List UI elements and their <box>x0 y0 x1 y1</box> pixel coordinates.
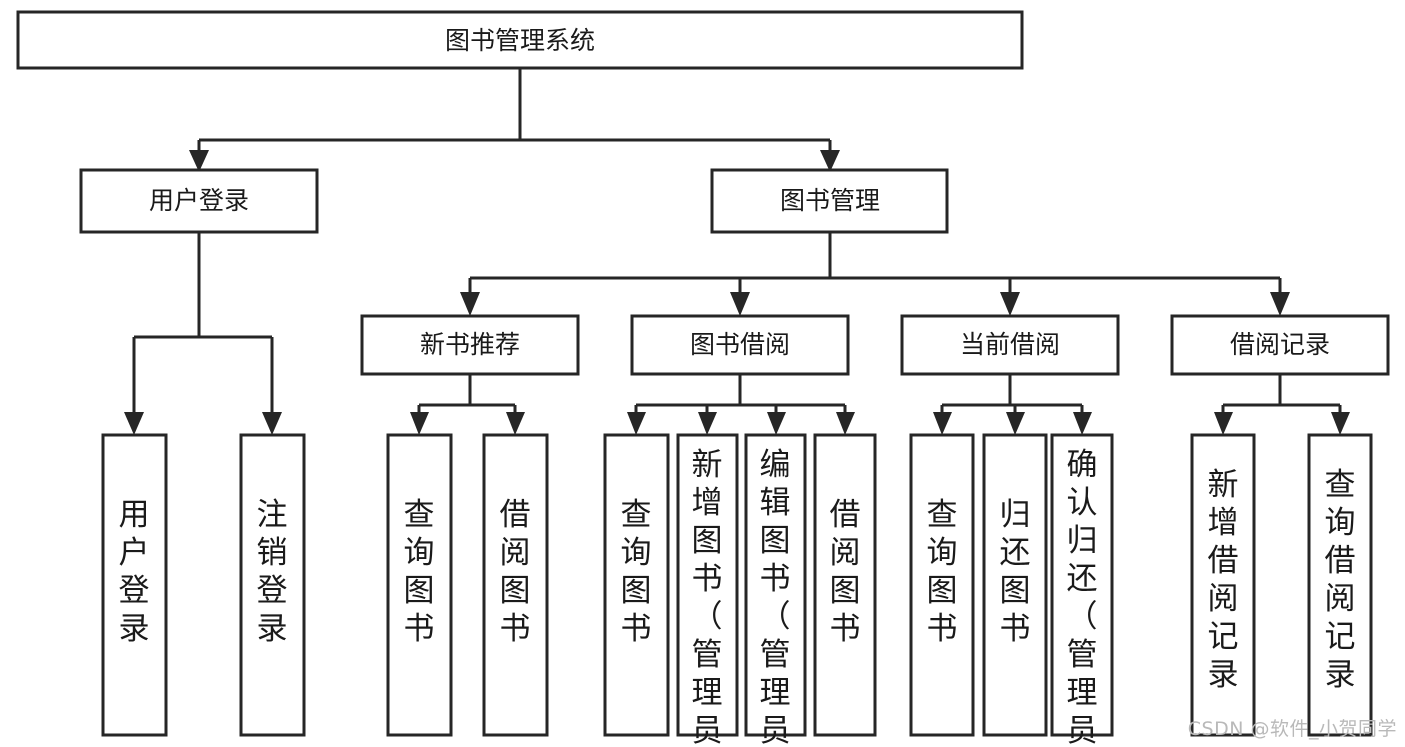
node-user-login-label: 用户登录 <box>149 186 249 215</box>
node-user-login[interactable]: 用户登录 <box>79 168 319 234</box>
leaf-query-book-2-label: 查询图书 <box>621 497 652 647</box>
arrow-to-book-mgmt <box>820 150 840 172</box>
arrow-to-leaf-add-record <box>1214 412 1233 435</box>
leaf-node[interactable]: 用户登录 <box>101 433 168 737</box>
node-root-label: 图书管理系统 <box>445 26 595 55</box>
leaf-return-book-label: 归还图书 <box>1000 497 1031 647</box>
leaf-user-login-label: 用户登录 <box>119 497 150 647</box>
node-book-management-label: 图书管理 <box>780 186 880 215</box>
leaf-user-login-box[interactable] <box>101 433 168 737</box>
arrow-to-user-login <box>189 150 209 172</box>
arrow-to-leaf-logout <box>262 412 282 435</box>
arrow-to-leaf-query-record <box>1331 412 1350 435</box>
arrow-to-leaf-add-book <box>698 412 717 435</box>
leaf-edit-book-box[interactable] <box>744 433 807 737</box>
node-root-box[interactable] <box>16 10 1024 70</box>
node-borrow-record-label: 借阅记录 <box>1230 330 1330 359</box>
leaf-return-book-box[interactable] <box>982 433 1048 737</box>
leaf-borrow-book-1-label: 借阅图书 <box>500 497 531 647</box>
leaf-node[interactable]: 注销登录 <box>239 433 306 737</box>
node-book-management-box[interactable] <box>710 168 949 234</box>
leaf-node[interactable]: 新增借阅记录 <box>1190 433 1256 737</box>
leaf-query-book-3-box[interactable] <box>909 433 975 737</box>
arrow-to-current-borrow <box>1000 292 1020 316</box>
connector-root-to-level2 <box>197 68 832 152</box>
connector-bookmgmt-to-level3 <box>468 232 1282 298</box>
leaf-node[interactable]: 借阅图书 <box>482 433 549 737</box>
leaf-node[interactable]: 查询图书 <box>603 433 670 737</box>
leaf-query-record-box[interactable] <box>1307 433 1373 737</box>
leaf-node[interactable]: 查询图书 <box>386 433 453 737</box>
node-book-borrow-box[interactable] <box>630 314 850 376</box>
node-book-borrow[interactable]: 图书借阅 <box>630 314 850 376</box>
leaf-node[interactable]: 查询图书 <box>909 433 975 737</box>
leaf-node[interactable]: 新增图书（管理员） <box>676 433 739 747</box>
connector-layer <box>124 68 1350 435</box>
leaf-query-book-3-label: 查询图书 <box>927 497 958 647</box>
arrow-to-leaf-query-book-1 <box>410 412 429 435</box>
node-book-borrow-label: 图书借阅 <box>690 330 790 359</box>
leaf-node[interactable]: 确认归还（管理员） <box>1050 433 1114 747</box>
leaf-query-record-label: 查询借阅记录 <box>1325 467 1356 693</box>
leaf-node[interactable]: 归还图书 <box>982 433 1048 737</box>
node-user-login-box[interactable] <box>79 168 319 234</box>
node-current-borrow-label: 当前借阅 <box>960 330 1060 359</box>
arrow-to-leaf-borrow-book-2 <box>836 412 855 435</box>
leaf-query-book-1-label: 查询图书 <box>404 497 435 647</box>
node-current-borrow[interactable]: 当前借阅 <box>900 314 1120 376</box>
arrow-to-new-book-rec <box>460 292 480 316</box>
arrow-to-leaf-borrow-book-1 <box>506 412 525 435</box>
arrow-to-leaf-query-book-3 <box>933 412 952 435</box>
leaf-borrow-book-2-label: 借阅图书 <box>830 497 861 647</box>
leaf-query-book-2-box[interactable] <box>603 433 670 737</box>
connector-userlogin-to-leaves <box>132 232 274 418</box>
connector-borrowrecord-to-leaves <box>1221 374 1342 420</box>
node-root[interactable]: 图书管理系统 <box>16 10 1024 70</box>
leaf-node[interactable]: 借阅图书 <box>813 433 877 737</box>
leaf-query-book-1-box[interactable] <box>386 433 453 737</box>
node-borrow-record-box[interactable] <box>1170 314 1390 376</box>
arrow-to-leaf-user-login <box>124 412 144 435</box>
node-new-book-recommend-label: 新书推荐 <box>420 330 520 359</box>
leaf-edit-book-label: 编辑图书（管理员） <box>760 447 791 747</box>
leaf-add-book-box[interactable] <box>676 433 739 737</box>
leaf-logout-box[interactable] <box>239 433 306 737</box>
arrow-to-leaf-query-book-2 <box>627 412 646 435</box>
arrow-to-leaf-return-book <box>1006 412 1025 435</box>
node-current-borrow-box[interactable] <box>900 314 1120 376</box>
node-book-management[interactable]: 图书管理 <box>710 168 949 234</box>
leaf-node[interactable]: 编辑图书（管理员） <box>744 433 807 747</box>
leaf-node[interactable]: 查询借阅记录 <box>1307 433 1373 737</box>
leaf-borrow-book-1-box[interactable] <box>482 433 549 737</box>
leaf-logout-label: 注销登录 <box>257 497 288 647</box>
leaf-borrow-book-2-box[interactable] <box>813 433 877 737</box>
node-new-book-recommend-box[interactable] <box>360 314 580 376</box>
leaf-add-record-box[interactable] <box>1190 433 1256 737</box>
arrow-to-leaf-edit-book <box>767 412 786 435</box>
arrow-to-leaf-confirm-return <box>1073 412 1092 435</box>
connector-bookborrow-to-leaves <box>634 374 847 420</box>
node-new-book-recommend[interactable]: 新书推荐 <box>360 314 580 376</box>
leaf-confirm-return-label: 确认归还（管理员） <box>1067 447 1098 747</box>
arrow-to-borrow-record <box>1270 292 1290 316</box>
arrow-to-book-borrow <box>730 292 750 316</box>
leaf-add-book-label: 新增图书（管理员） <box>692 447 723 747</box>
leaf-confirm-return-box[interactable] <box>1050 433 1114 737</box>
connector-newbook-to-leaves <box>417 374 517 420</box>
leaf-add-record-label: 新增借阅记录 <box>1208 467 1239 693</box>
node-borrow-record[interactable]: 借阅记录 <box>1170 314 1390 376</box>
